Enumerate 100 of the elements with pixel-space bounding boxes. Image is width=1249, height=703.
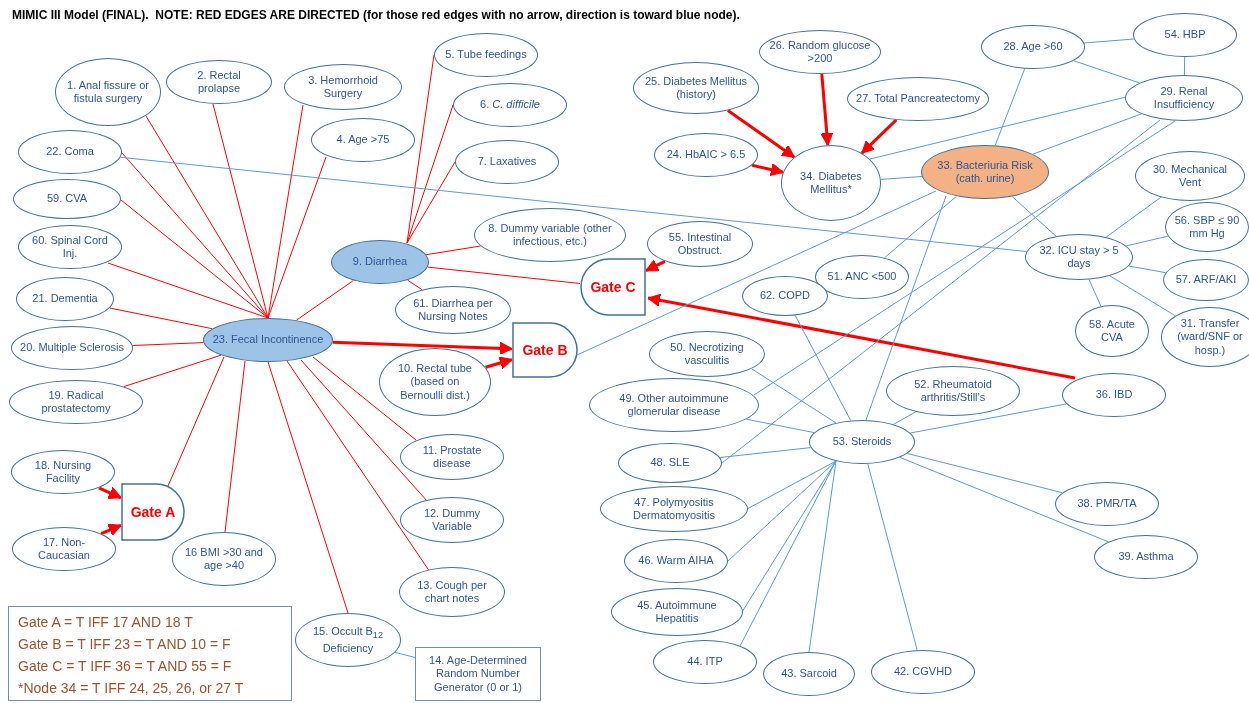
ellipse-node <box>400 497 504 543</box>
connector-line <box>794 314 852 421</box>
arrow <box>100 523 122 537</box>
node-label: 20. Multiple Sclerosis <box>19 341 125 355</box>
connector-line <box>212 103 269 319</box>
note-text: *Node 34 = T IFF 24, 25, 26, or 27 T <box>18 679 245 698</box>
node-label: 8. Dummy variable (other infectious, etc.) <box>487 221 613 249</box>
connector-line <box>167 356 225 487</box>
connector-line <box>132 342 204 346</box>
connector-line <box>107 262 269 319</box>
arrow <box>727 109 796 159</box>
arrow <box>647 293 1076 380</box>
node-label: 33. Bacteriuria Risk (cath. urine) <box>936 158 1034 186</box>
node-label: 22. Coma <box>45 145 95 159</box>
connector-line <box>427 266 581 284</box>
node-label: 32. ICU stay > 5 days <box>1038 243 1120 271</box>
node-label: 17. Non-Caucasian <box>37 535 91 563</box>
ellipse-node <box>742 276 828 316</box>
connector-line <box>425 245 482 256</box>
connector-line <box>123 354 222 388</box>
ellipse-node <box>295 613 401 667</box>
ellipse-node <box>781 145 881 221</box>
connector-line <box>994 68 1026 146</box>
ellipse-node <box>981 25 1085 69</box>
node-label: 25. Diabetes Mellitus (history) <box>643 74 749 102</box>
connector-line <box>1125 235 1169 247</box>
node-label: 44. ITP <box>686 655 724 669</box>
connector-line <box>1073 60 1140 84</box>
node-label: 52. Rheumatoid arthritis/Still’s <box>913 377 993 405</box>
node-label: 53. Steroids <box>831 435 893 449</box>
node-label: Gate A <box>129 503 177 521</box>
ellipse-node <box>1025 234 1133 280</box>
node-label: 36. IBD <box>1094 388 1134 402</box>
ellipse-node <box>311 118 415 162</box>
connector-line <box>394 651 416 658</box>
gate-shape <box>121 483 185 541</box>
arrow <box>751 163 784 177</box>
ellipse-node <box>1163 259 1249 301</box>
note-text: Gate C = T IFF 36 = T AND 55 = F <box>18 657 233 676</box>
connector-line <box>406 104 454 244</box>
node-label: 10. Rectal tube (based on Bernoulli dist.) <box>397 362 473 402</box>
node-label: 14. Age-Determined Random Number Generator (0 or 1) <box>428 654 528 694</box>
connector-line <box>899 456 1109 543</box>
node-label: 16 BMI >30 and age >40 <box>184 545 264 573</box>
connector-line <box>406 161 456 244</box>
connector-line <box>1011 196 1057 237</box>
node-label: 3. Hemorrhoid Surgery <box>307 73 379 101</box>
ellipse-node <box>434 33 538 77</box>
node-label: 43. Sarcoid <box>780 667 838 681</box>
node-label: 11. Prostate disease <box>421 443 483 471</box>
node-label: 27. Total Pancreatectomy <box>855 92 981 106</box>
node-label: 48. SLE <box>649 456 691 470</box>
connector-line <box>865 195 947 421</box>
connector-line <box>727 460 837 562</box>
connector-line <box>909 403 1067 434</box>
node-label: 13. Cough per chart notes <box>416 578 488 606</box>
node-label: 4. Age >75 <box>335 133 391 147</box>
connector-line <box>295 280 354 321</box>
node-label: 61. Diarrhea per Nursing Notes <box>412 296 494 324</box>
ellipse-node <box>1165 202 1249 252</box>
arrow <box>820 73 834 146</box>
diagram-title: MIMIC III Model (FINAL). NOTE: RED EDGES ARE DIRECTED (for those red edges with no arrow, direction is toward blue node). <box>12 8 740 22</box>
node-label: 29. Renal Insufficiency <box>1152 84 1216 112</box>
node-label: 34. Diabetes Mellitus* <box>799 169 863 197</box>
node-label: 39. Asthma <box>1117 550 1175 564</box>
node-label: 26. Random glucose >200 <box>768 38 872 66</box>
node-label: 60. Spinal Cord Inj. <box>31 233 109 261</box>
ellipse-node <box>1161 307 1249 367</box>
connector-line <box>906 453 1063 494</box>
node-label: 51. ANC <500 <box>826 270 898 284</box>
connector-line <box>1032 113 1142 155</box>
ellipse-node <box>654 133 758 177</box>
connector-line <box>808 460 837 653</box>
node-label: 31. Transfer (ward/SNF or hosp.) <box>1176 317 1244 357</box>
connector-line <box>120 156 1027 252</box>
node-label: 45. Autoimmune Hepatitis <box>636 598 718 626</box>
node-label: 7. Laxatives <box>476 155 538 169</box>
gate-shape <box>512 322 578 378</box>
node-label: Gate B <box>521 341 569 359</box>
ellipse-node <box>400 434 504 480</box>
node-label: 6. C. difficile <box>479 98 541 112</box>
node-label: 19. Radical prostatectomy <box>40 388 112 416</box>
connector-line <box>1088 279 1102 307</box>
connector-line <box>312 356 417 441</box>
note-text: Gate B = T IFF 23 = T AND 10 = F <box>18 635 232 654</box>
node-label: 21. Dementia <box>31 292 99 306</box>
arrow <box>332 340 513 355</box>
connector-line <box>893 411 917 425</box>
connector-line <box>1109 275 1176 317</box>
arrow <box>645 259 666 273</box>
node-label: 1. Anal fissure or fistula surgery <box>66 78 150 106</box>
node-label: 57. ARF/AKI <box>1174 273 1238 287</box>
process-box <box>415 647 541 701</box>
ellipse-node <box>1062 373 1166 417</box>
connector-line <box>120 199 269 319</box>
connector-line <box>576 190 937 356</box>
node-label: 23. Fecal Incontinence <box>211 333 325 347</box>
ellipse-node <box>12 527 116 571</box>
node-label: 28. Age >60 <box>1002 40 1064 54</box>
ellipse-node <box>1125 75 1243 121</box>
